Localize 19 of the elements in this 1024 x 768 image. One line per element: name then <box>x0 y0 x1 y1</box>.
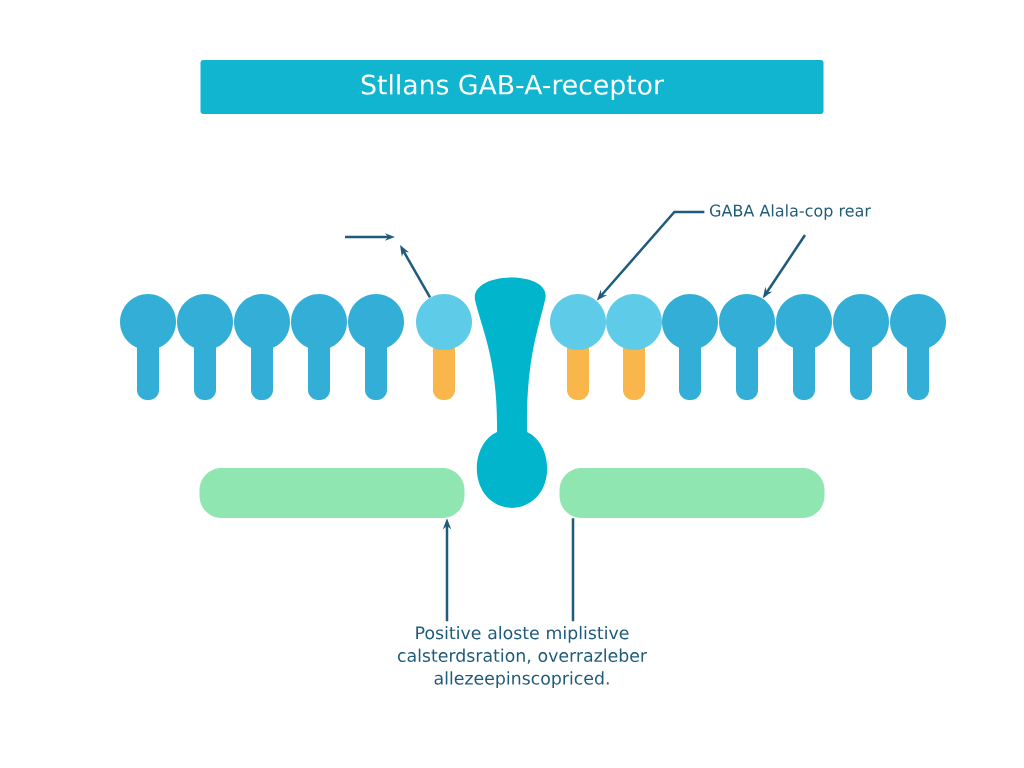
lipid-head <box>833 294 889 350</box>
lipid-head <box>662 294 718 350</box>
lipid-head <box>550 294 606 350</box>
lipid-head <box>120 294 176 350</box>
lipid-head <box>606 294 662 350</box>
lipid-head <box>234 294 290 350</box>
lipid-head <box>416 294 472 350</box>
lipid-head <box>776 294 832 350</box>
title-banner: Stllans GAB-A-receptor <box>200 60 824 114</box>
receptor-channel <box>475 277 548 508</box>
caption-text: Positive aloste miplistive calsterdsration, overrazleber allezeepinscopriced. <box>397 625 648 689</box>
lipid-head <box>291 294 347 350</box>
label-text: GABA Alala-cop rear <box>710 204 871 220</box>
lipid-head <box>890 294 946 350</box>
lipid-head <box>719 294 775 350</box>
membrane-band <box>199 468 465 518</box>
lipid-head <box>177 294 233 350</box>
membrane-band <box>559 468 825 518</box>
lipid-head <box>348 294 404 350</box>
